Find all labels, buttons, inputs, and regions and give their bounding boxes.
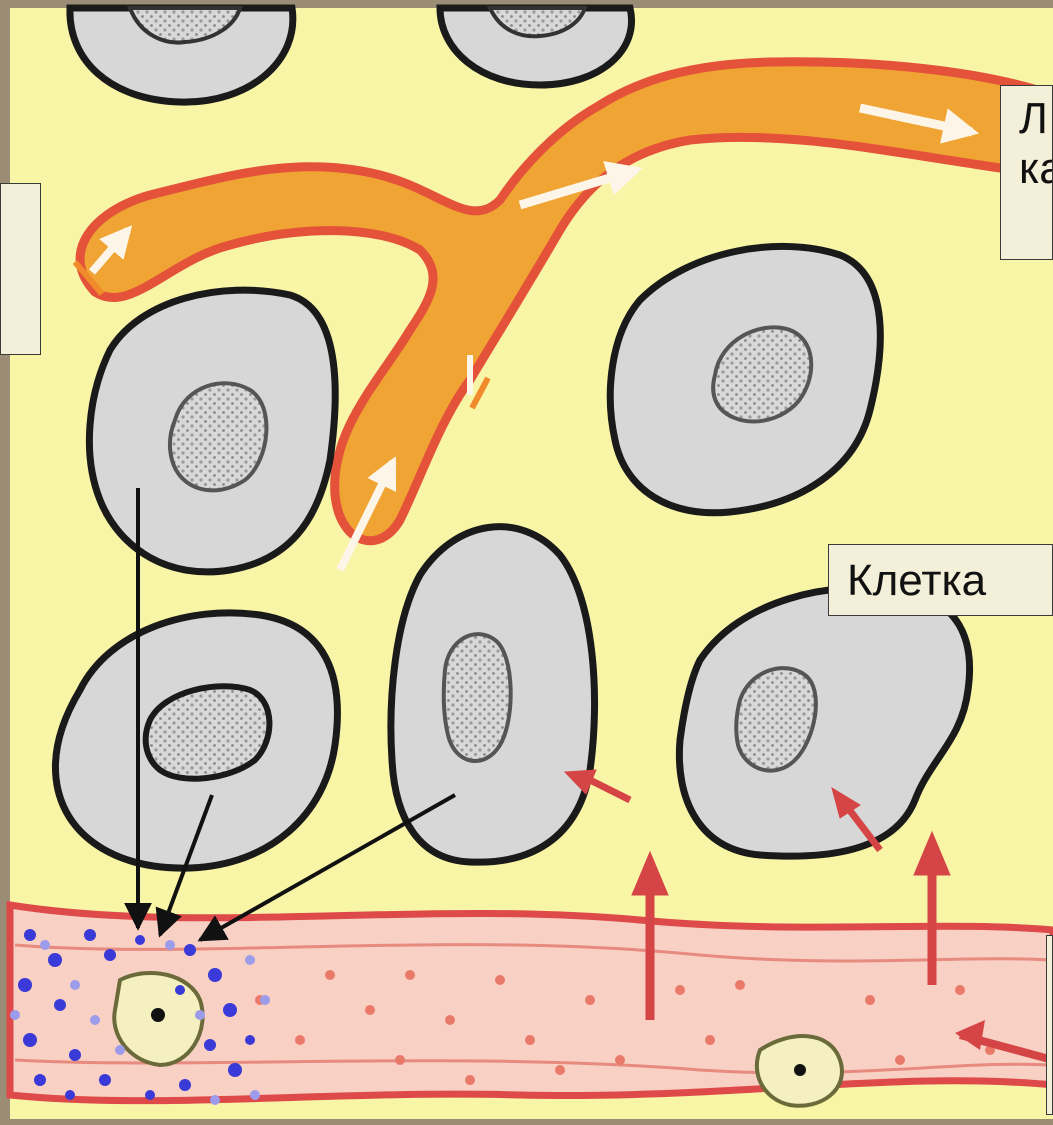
label-cell: Клетка (828, 544, 1053, 616)
label-bottom-right-partial (1046, 935, 1053, 1115)
label-lymph-line-2: ка (1019, 144, 1052, 194)
label-left-partial (0, 183, 41, 355)
label-lymph-capillary: Л ка (1000, 85, 1053, 260)
label-lymph-line-1: Л (1019, 94, 1052, 144)
blood-capillary (10, 905, 1053, 1106)
label-cell-text: Клетка (847, 545, 1052, 616)
cell-middle-left (89, 290, 335, 572)
